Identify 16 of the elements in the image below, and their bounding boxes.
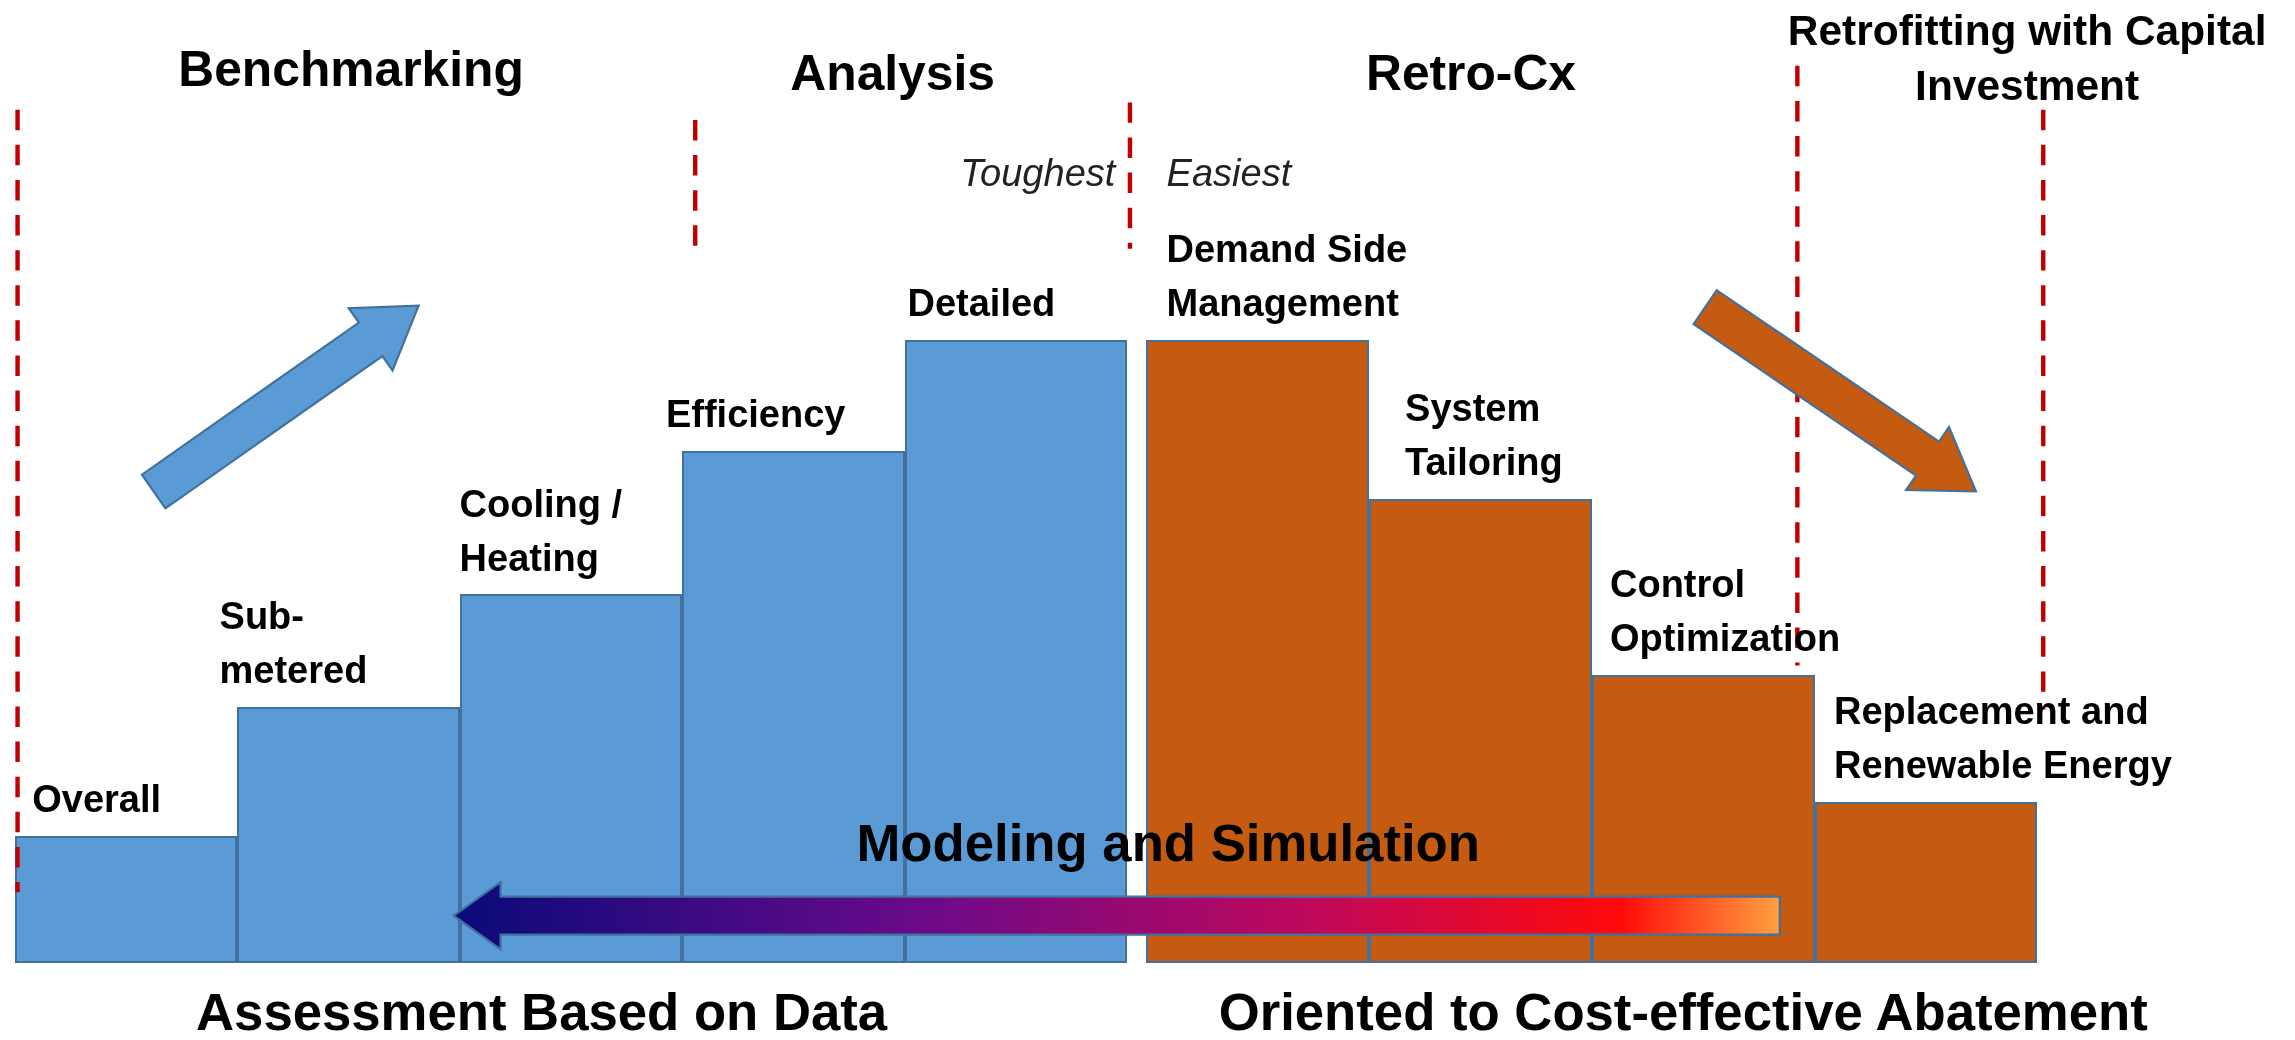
bar-label: Detailed: [907, 280, 1056, 326]
bar-label: Replacement and Renewable Energy: [1833, 689, 2173, 789]
difficulty-note: Easiest: [1166, 151, 1292, 197]
bar-label: Sub-metered: [219, 594, 369, 694]
bar-label: System Tailoring: [1405, 386, 1564, 486]
bar-label: Demand Side Management: [1166, 226, 1409, 326]
bar-label: Cooling / Heating: [459, 481, 624, 581]
difficulty-note: Toughest: [960, 151, 1116, 197]
footer-caption: Oriented to Cost-effective Abatement: [1218, 980, 2148, 1040]
section-heading: Retrofitting with Capital Investment: [1786, 5, 2268, 112]
footer-caption: Assessment Based on Data: [196, 980, 888, 1040]
section-heading: Benchmarking: [178, 39, 524, 99]
bar-label: Efficiency: [665, 392, 846, 438]
bar-label: Overall: [32, 777, 162, 822]
section-heading: Analysis: [790, 43, 995, 103]
section-heading: Retro-Cx: [1365, 43, 1577, 103]
